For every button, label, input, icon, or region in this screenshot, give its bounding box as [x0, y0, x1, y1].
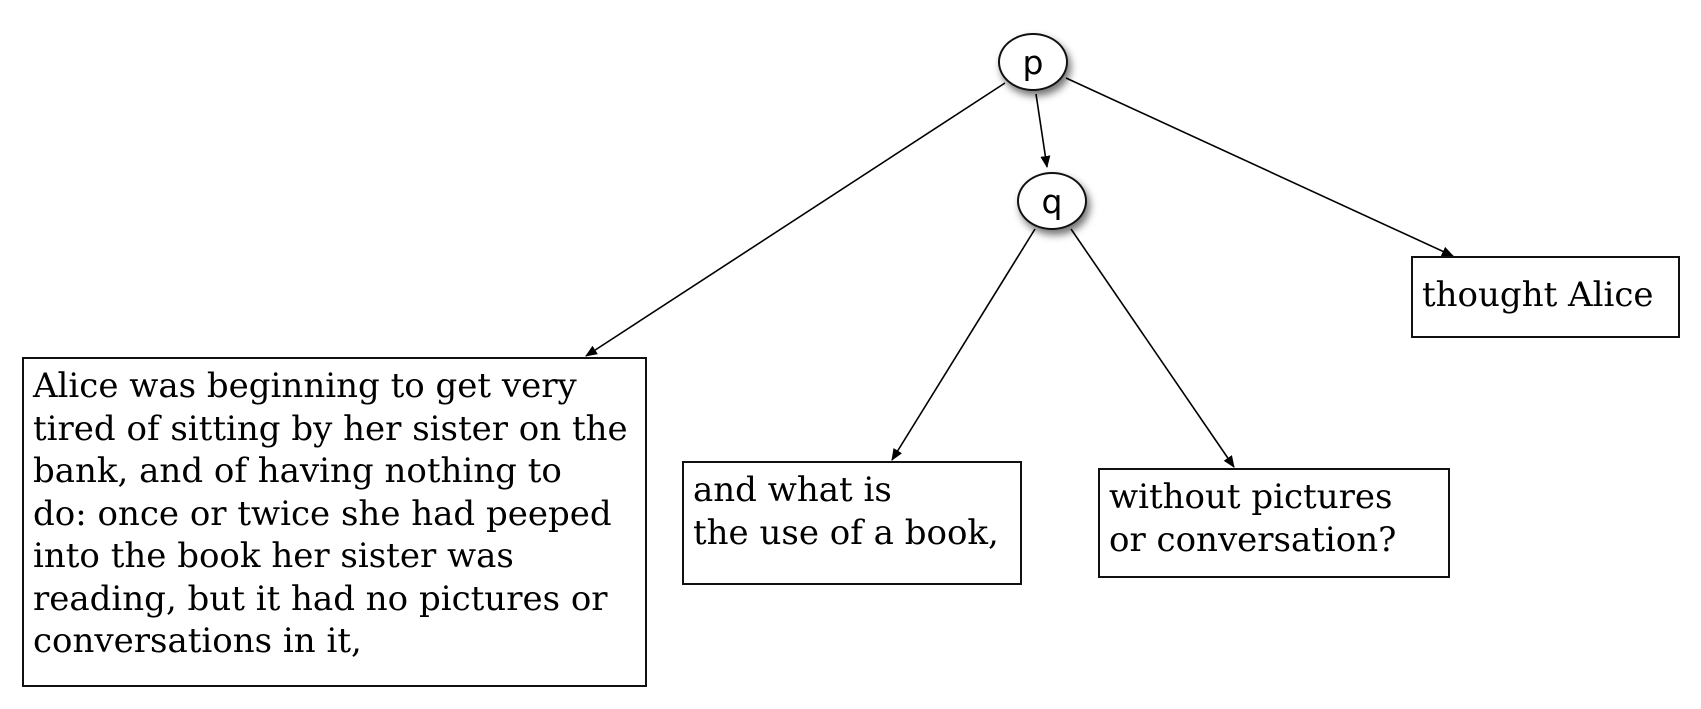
text-line: reading, but it had no pictures or [33, 578, 608, 619]
text-line: bank, and of having nothing to [33, 451, 562, 491]
edge-p-to-alice [585, 82, 1006, 357]
edge-q-to-without [1070, 228, 1235, 468]
text-box-without: without pictures or conversation? [1098, 468, 1450, 578]
node-p-label: p [1022, 42, 1044, 82]
edge-p-to-thought-alice [1065, 77, 1454, 257]
text-line: Alice was beginning to get very [33, 366, 577, 406]
edge-p-to-q [1035, 93, 1051, 168]
text-line: the use of a book, [693, 512, 999, 553]
text-line: tired of sitting by her sister on the [33, 408, 628, 449]
text-box-thought-alice: thought Alice [1411, 256, 1680, 338]
text-line: and what is [693, 470, 892, 510]
text-line: or conversation? [1109, 519, 1397, 560]
text-line: do: once or twice she had peeped [33, 493, 612, 534]
edge-q-to-what-is [891, 228, 1036, 461]
text-line: into the book her sister was [33, 536, 514, 576]
text-line: without pictures [1109, 477, 1393, 517]
text-line: conversations in it, [33, 621, 362, 661]
text-line: thought Alice [1422, 275, 1654, 315]
node-p: p [998, 33, 1068, 91]
text-box-alice: Alice was beginning to get very tired of… [22, 357, 647, 687]
text-box-what-is: and what is the use of a book, [682, 461, 1022, 585]
node-q-label: q [1041, 181, 1063, 221]
node-q: q [1017, 172, 1087, 230]
